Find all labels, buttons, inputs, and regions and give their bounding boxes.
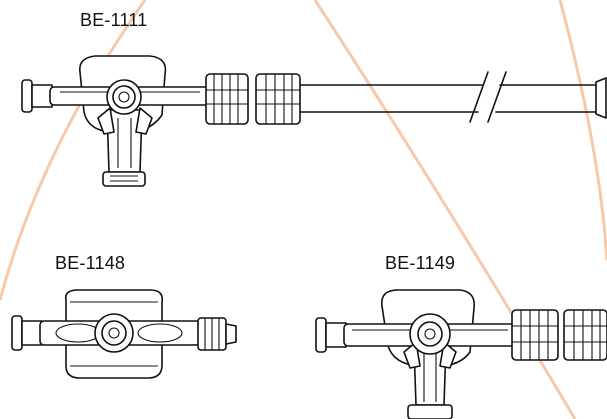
product-code-be-1149: BE-1149 [385,253,456,273]
product-code-be-1111: BE-1111 [80,10,148,30]
product-code-be-1148: BE-1148 [55,253,126,273]
